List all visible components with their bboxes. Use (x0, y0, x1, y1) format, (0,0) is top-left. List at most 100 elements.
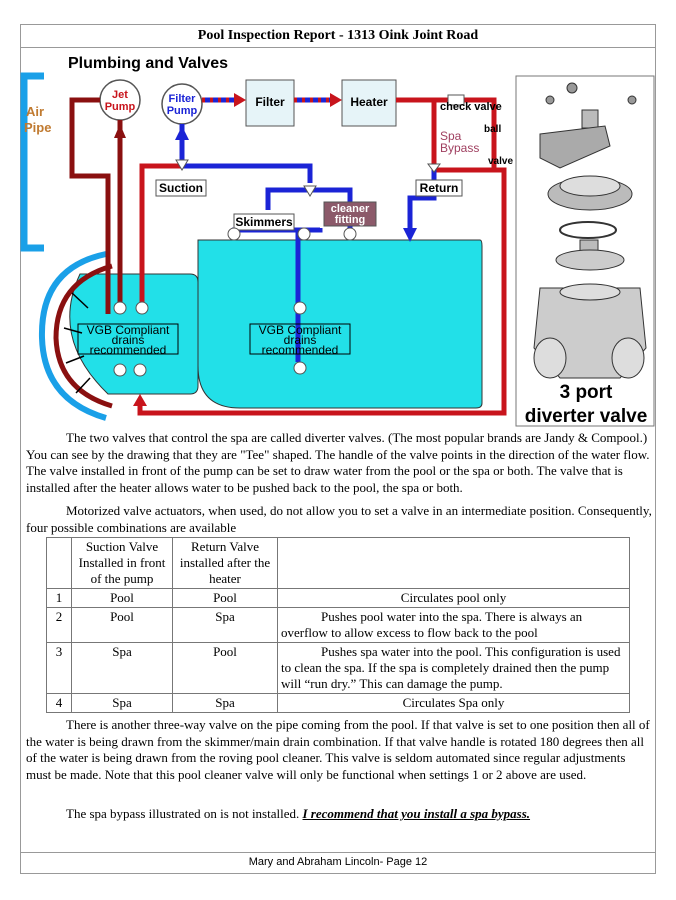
skimmers-label: Skimmers (235, 215, 293, 229)
table-cell: Circulates pool only (277, 588, 630, 608)
table-row: 1 Pool Pool Circulates pool only (46, 588, 630, 608)
suction-valve (175, 159, 189, 171)
filter-label: Filter (255, 95, 285, 109)
report-title: Pool Inspection Report - 1313 Oink Joint… (20, 24, 656, 48)
paragraph-diverter-valves: The two valves that control the spa are … (26, 430, 650, 495)
table-cell: 3 (46, 642, 72, 694)
spa-bypass-label-1: Spa (440, 129, 462, 143)
table-cell: Pool (172, 642, 278, 694)
page-frame (20, 24, 656, 874)
flow-arrow (330, 93, 342, 107)
table-header-cell (277, 537, 630, 589)
heater-label: Heater (350, 95, 388, 109)
spa-drain (113, 363, 127, 377)
pool-vgb-box (249, 323, 351, 355)
filter-tank (245, 79, 295, 127)
spa-jet-loop (53, 263, 113, 409)
skimmer (297, 227, 311, 241)
return-arrow (133, 394, 147, 406)
table-cell: Pushes spa water into the pool. This con… (277, 642, 630, 694)
table-row: 2 Pool Spa Pushes pool water into the sp… (46, 607, 630, 643)
spa-bypass-label-2: Bypass (440, 141, 479, 155)
paragraph-cleaner-valve: There is another three-way valve on the … (26, 717, 650, 782)
table-cell: 4 (46, 693, 72, 713)
check-valve (447, 94, 465, 106)
return-arrow (403, 228, 417, 242)
ball-valve-label-2: valve (488, 156, 513, 167)
table-cell: Pool (71, 588, 173, 608)
filter-pump-label-1: Filter (169, 93, 197, 105)
plumbing-diagram: Plumbing and Valves Air Pipe Jet Pump Fi… (20, 55, 655, 427)
table-row: 4 Spa Spa Circulates Spa only (46, 693, 630, 713)
table-row: 3 Spa Pool Pushes spa water into the poo… (46, 642, 630, 694)
pool-main-drain (293, 361, 307, 375)
pool-vgb-label-1: VGB Compliant (259, 323, 342, 337)
spa-vgb-label-3: recommended (90, 343, 167, 357)
diverter-label-1: 3 port (560, 382, 613, 403)
cleaner-label-1: cleaner (331, 203, 370, 215)
diagram-heading: Plumbing and Valves (68, 55, 228, 72)
diverter-label-2: diverter valve (525, 406, 648, 427)
table-cell: 2 (46, 607, 72, 643)
table-cell: Circulates Spa only (277, 693, 630, 713)
suction-pipe (179, 124, 313, 183)
flow-arrow (234, 93, 246, 107)
table-header-cell: Suction Valve Installed in front of the … (71, 537, 173, 589)
return-valve (427, 163, 441, 173)
diverter-valve-illustration (515, 75, 655, 427)
jet-arrow (71, 292, 89, 309)
pool-vgb-label-2: drains (284, 333, 317, 347)
jet-arrow (65, 355, 85, 364)
pool-vgb-label-3: recommended (262, 343, 339, 357)
air-pipe-label-2: Pipe (24, 120, 51, 135)
return-label-box (415, 179, 463, 197)
suction-label: Suction (159, 181, 203, 195)
valve-combinations-table: Suction Valve Installed in front of the … (46, 537, 630, 713)
spa-drain (133, 363, 147, 377)
air-pipe (20, 72, 44, 252)
spa-vgb-label-2: drains (112, 333, 145, 347)
jet-pump-label-2: Pump (105, 101, 136, 113)
heater (341, 79, 397, 127)
table-header-cell (46, 537, 72, 589)
jet-arrow (75, 377, 91, 394)
recommendation-text: I recommend that you install a spa bypas… (302, 806, 531, 821)
check-valve-label: check valve (440, 101, 502, 113)
jet-arrow (63, 327, 83, 334)
skimmers-label-box (233, 213, 295, 231)
paragraph-motorized-actuators: Motorized valve actuators, when used, do… (26, 503, 652, 535)
cleaner-label-box (323, 201, 377, 227)
cleaner-label-2: fitting (335, 214, 366, 226)
table-header-cell: Return Valve installed after the heater (172, 537, 278, 589)
return-label: Return (420, 181, 459, 195)
air-pipe-label-1: Air (26, 104, 44, 119)
table-header-row: Suction Valve Installed in front of the … (46, 537, 630, 589)
spa-vgb-label-1: VGB Compliant (87, 323, 170, 337)
spa-suction-pipe (139, 163, 182, 310)
recommendation-context: The spa bypass illustrated on is not ins… (66, 806, 300, 821)
pool-return-fitting (293, 301, 307, 315)
spa-jet-fitting (113, 301, 127, 315)
filter-pump-label-2: Pump (167, 105, 198, 117)
paragraph-recommendation: The spa bypass illustrated on is not ins… (26, 806, 652, 823)
spa-vgb-box (77, 323, 179, 355)
spa-jet-fitting (135, 301, 149, 315)
skimmer (227, 227, 241, 241)
suction-label-box (155, 179, 207, 197)
table-cell: Pool (71, 607, 173, 643)
jet-pump-label-1: Jet (112, 89, 128, 101)
table-cell: Spa (71, 693, 173, 713)
table-cell: 1 (46, 588, 72, 608)
table-cell: Pushes pool water into the spa. There is… (277, 607, 630, 643)
cleaner-fitting (343, 227, 357, 241)
cleaner-valve (303, 185, 317, 197)
ball-valve-label-1: ball (484, 124, 501, 135)
spa-air-loop (38, 251, 107, 421)
spa (69, 273, 199, 395)
table-cell: Spa (172, 693, 278, 713)
table-cell: Spa (71, 642, 173, 694)
jet-suction-pipe (69, 97, 111, 314)
jet-arrow-up (114, 124, 126, 138)
table-cell: Pool (172, 588, 278, 608)
table-cell: Spa (172, 607, 278, 643)
